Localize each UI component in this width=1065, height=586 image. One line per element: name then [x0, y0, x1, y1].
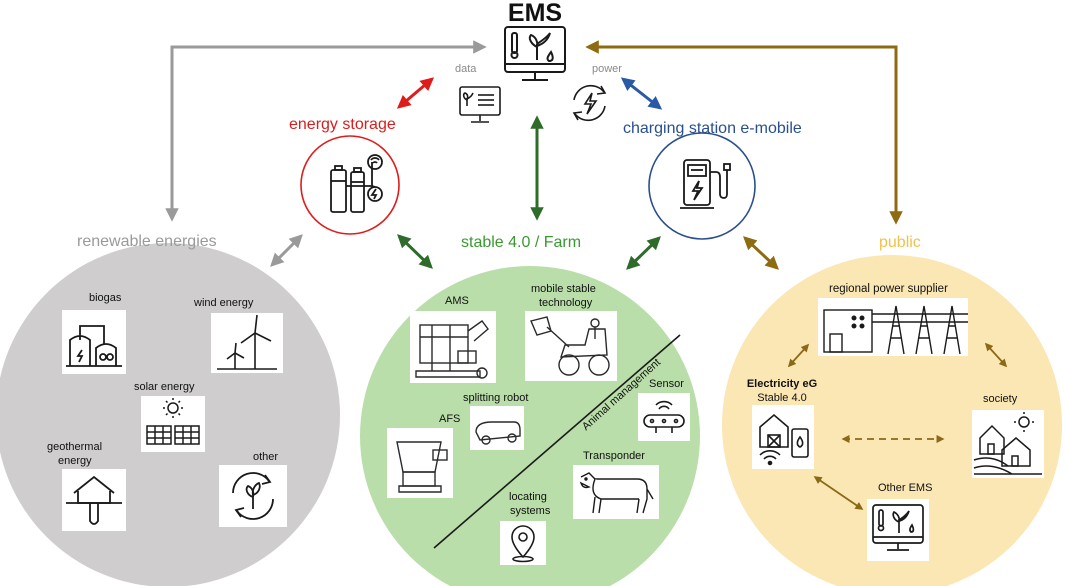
battery-icon: [330, 154, 383, 213]
locating-label-line1: locating: [509, 491, 547, 503]
public-link-arrow: [585, 40, 903, 225]
public-circle: [722, 255, 1062, 586]
power-flow-label: power: [592, 63, 622, 75]
charging-farm-arrow: [626, 236, 661, 270]
ems-monitor-icon: [504, 26, 566, 81]
solar-energy-label: solar energy: [134, 381, 195, 393]
transponder-label: Transponder: [583, 450, 645, 462]
feeding-system-icon: [396, 441, 448, 493]
transponder-tile: [573, 465, 659, 519]
mobile-stable-label-line1: mobile stable: [531, 283, 596, 295]
farm-divider: [433, 334, 681, 549]
storage-link-arrow: [396, 77, 435, 109]
storage-farm-arrow: [397, 234, 433, 269]
sensor-label: Sensor: [649, 378, 684, 390]
locating-tile: [500, 521, 546, 565]
solar-panel-icon: [146, 398, 200, 445]
other-ems-tile: [867, 499, 929, 561]
power-plant-icon: [823, 305, 968, 355]
afs-tile: [387, 428, 453, 498]
mobile-stable-label-line2: technology: [539, 297, 593, 309]
cow-icon: [579, 472, 654, 514]
location-pin-icon: [511, 525, 535, 563]
society-tile: [972, 410, 1044, 478]
recycle-leaf-icon: [232, 472, 274, 520]
stable-40-label: Stable 4.0: [757, 392, 807, 404]
geothermal-tile: [62, 469, 126, 531]
electricity-eg-label: Electricity eG: [746, 378, 818, 390]
charging-public-arrow: [743, 236, 779, 270]
public-label: public: [879, 234, 921, 251]
renewable-link-arrow: [165, 40, 487, 222]
biogas-tile: [62, 310, 126, 374]
biogas-label: biogas: [89, 292, 122, 304]
biogas-icon: [66, 325, 122, 367]
wind-turbine-icon: [217, 314, 277, 370]
village-icon: [973, 412, 1042, 475]
locating-label-line2: systems: [510, 505, 551, 517]
feed-robot-icon: [475, 421, 521, 445]
other-ems-label: Other EMS: [878, 482, 933, 494]
wind-energy-label: wind energy: [194, 297, 254, 309]
electricity-eg-tile: [752, 405, 814, 469]
ams-tile: [410, 311, 496, 383]
regional-supplier-label: regional power supplier: [829, 283, 948, 295]
electricity-otherems-arrow: [813, 476, 864, 510]
afs-label: AFS: [439, 413, 461, 425]
data-flow-label: data: [455, 63, 477, 75]
wind-tile: [211, 313, 283, 373]
stable-farm-label: stable 4.0 / Farm: [461, 234, 582, 251]
geothermal-label-line1: geothermal: [47, 441, 103, 453]
ems-title: EMS: [507, 0, 563, 27]
supplier-electricity-arrow: [787, 343, 810, 368]
splitting-robot-tile: [470, 406, 524, 450]
storage-renewable-arrow: [270, 234, 303, 267]
sensor-icon: [643, 400, 685, 433]
wheel-loader-icon: [530, 316, 610, 376]
geothermal-label-line2: energy: [58, 455, 92, 467]
milking-robot-icon: [415, 320, 489, 379]
solar-tile: [141, 396, 205, 452]
ams-label: AMS: [445, 295, 469, 307]
supplier-society-arrow: [984, 342, 1008, 368]
renewable-energies-label: renewable energies: [77, 233, 217, 250]
regional-supplier-tile: [818, 298, 968, 356]
mobile-stable-tile: [525, 311, 617, 381]
splitting-robot-label: splitting robot: [463, 392, 529, 404]
geothermal-icon: [66, 475, 122, 525]
society-label: society: [983, 393, 1018, 405]
charging-station-icon: [680, 159, 731, 209]
data-monitor-icon: [459, 86, 501, 123]
charging-station-circle: [648, 132, 756, 240]
charging-link-arrow: [620, 77, 663, 110]
sensor-tile: [638, 393, 690, 441]
other-tile: [219, 465, 287, 527]
smart-barn-icon: [759, 413, 809, 466]
other-label: other: [253, 451, 279, 463]
charging-station-label: charging station e-mobile: [623, 120, 802, 137]
energy-storage-circle: [300, 135, 400, 235]
other-ems-monitor-icon: [872, 504, 924, 551]
power-cycle-icon: [572, 84, 607, 122]
energy-storage-label: energy storage: [289, 116, 396, 133]
